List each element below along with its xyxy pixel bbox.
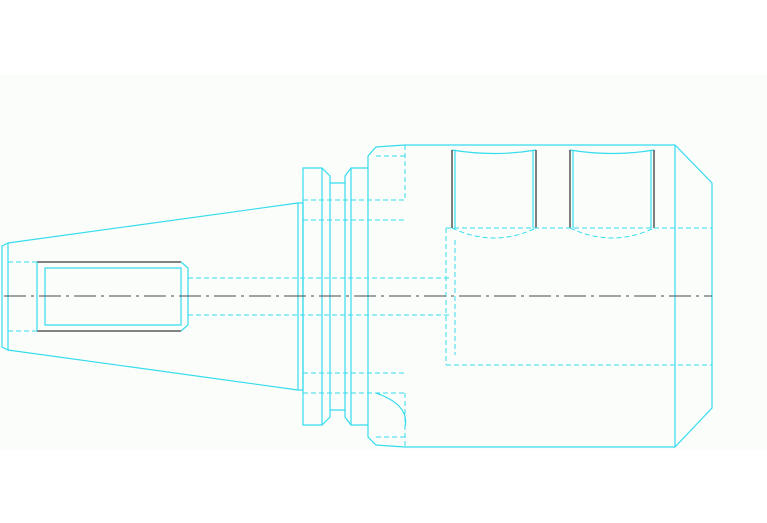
taper-tip-edge [1,242,9,351]
bore-thread-outline [44,261,189,332]
body-step-hidden [376,145,406,447]
pull-stud-bore [8,261,452,332]
grip-slot-cyan [454,150,652,228]
grip-recess-top [451,149,655,155]
grip-recess-hidden [451,227,655,239]
body-rear-arc [375,392,407,428]
flange-hidden-lines [303,199,405,394]
